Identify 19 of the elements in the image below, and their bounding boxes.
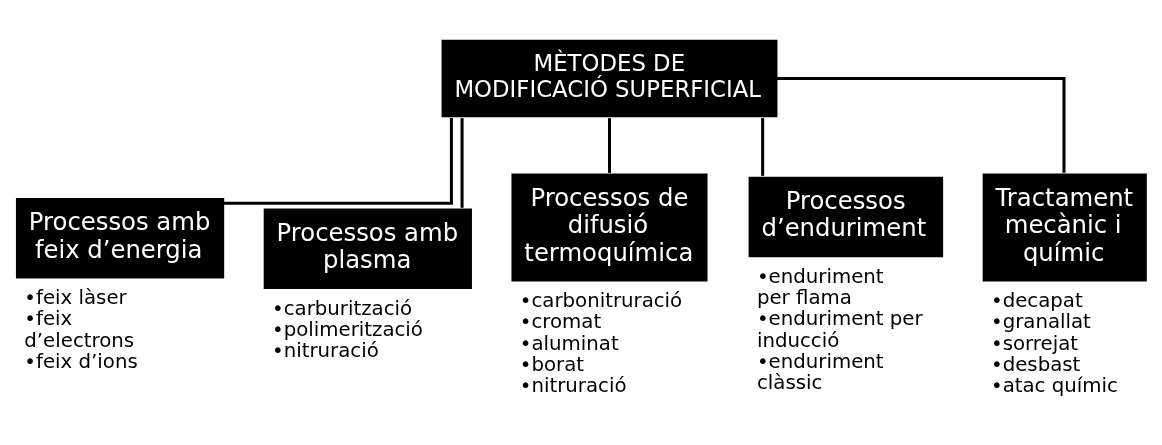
- node-label: •feix làser: [24, 285, 127, 309]
- node-label: •carburització: [272, 296, 413, 320]
- connector: [460, 117, 464, 208]
- node-label: •aluminat: [519, 331, 619, 355]
- connector: [761, 117, 765, 176]
- node-label: •borat: [519, 352, 585, 376]
- node-label: •nitruració: [519, 373, 627, 397]
- node-label: •feix d’ions: [24, 349, 138, 373]
- node-label: •decapat: [991, 288, 1083, 312]
- node-label: •atac químic: [991, 373, 1118, 397]
- node-label: •cromat: [519, 309, 602, 333]
- connector: [609, 76, 1066, 173]
- node-label: •enduriment clàssic: [756, 349, 884, 394]
- node-label: •polimerització: [272, 317, 423, 341]
- connector: [608, 117, 611, 173]
- node-label: •enduriment per flama: [756, 264, 884, 309]
- node-label: •feix d’electrons: [24, 306, 135, 352]
- node-label: •carbonitruració: [519, 288, 683, 312]
- node-label: •sorrejat: [991, 331, 1078, 355]
